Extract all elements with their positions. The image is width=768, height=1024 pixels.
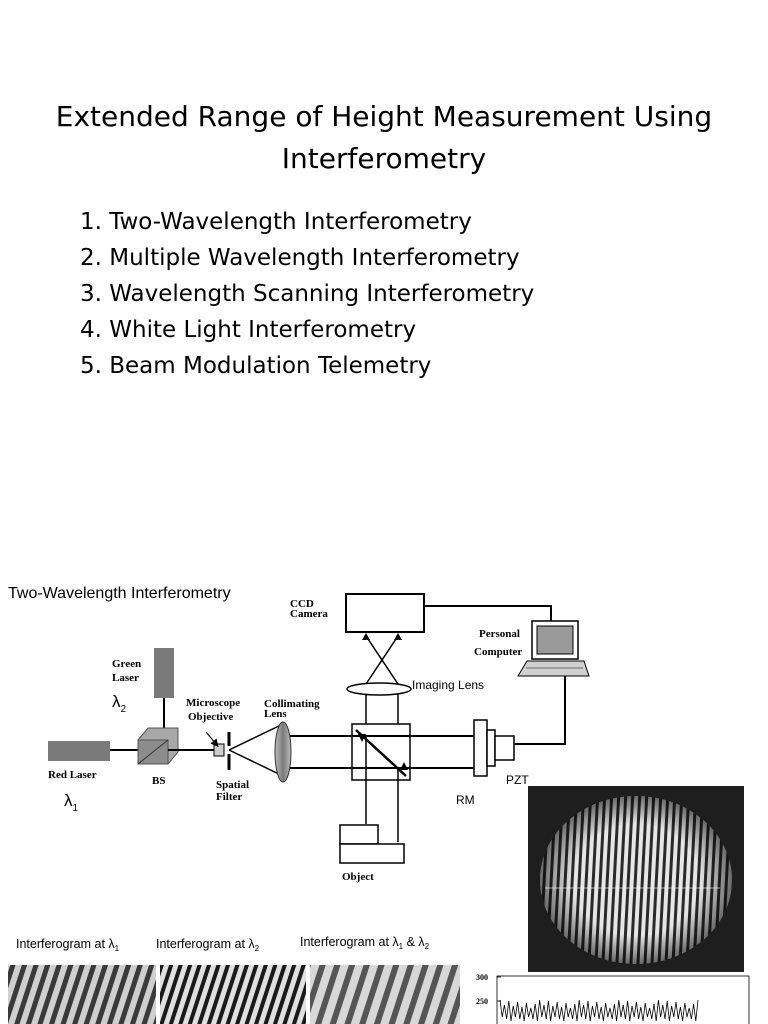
objective-label-1: Microscope [186,697,240,709]
topic-item-5: 5. Beam Modulation Telemetry [80,353,432,379]
red-laser [48,741,110,761]
imaging-lens-label: Imaging Lens [412,678,484,692]
topic-item-2: 2. Multiple Wavelength Interferometry [80,245,520,271]
spatial-filter-label-1: Spatial [216,779,249,791]
green-laser-label-2: Laser [112,672,139,684]
ray-cross-2 [365,635,399,685]
plot-tick-250: 250 [476,997,488,1006]
microscope-objective [213,743,225,757]
diverging-beam-bottom [228,749,284,777]
pzt-actuator [494,735,515,761]
title-line-1: Extended Range of Height Measurement Usi… [55,100,713,133]
reference-mirror [473,719,488,777]
computer-label-2: Computer [474,646,522,658]
lambda2-symbol: λ2 [112,692,127,715]
imaging-lens [346,682,412,696]
topic-item-1: 1. Two-Wavelength Interferometry [80,209,472,235]
intensity-profile-line [499,999,699,1022]
topic-list: 1. Two-Wavelength Interferometry 2. Mult… [80,204,534,384]
rm-label: RM [456,793,475,807]
object-base [339,843,405,864]
beam-splitter [137,727,179,765]
bs-label: BS [152,775,165,787]
pzt-cable [514,676,566,745]
lambda1-symbol: λ1 [64,791,79,814]
splitter-arrow-1 [358,734,366,742]
collimating-label-1: Collimating [264,698,320,710]
interferogram-lambda1-lambda2 [310,965,460,1024]
objective-pointer [205,731,219,748]
green-laser [154,648,174,698]
collimating-label-2: Lens [264,708,287,720]
pzt-label: PZT [506,773,529,787]
objective-label-2: Objective [188,711,233,723]
intensity-plot: 300 250 [476,973,750,1024]
camera-arrow-2 [394,633,402,640]
title-line-2: Interferometry [281,142,487,175]
topic-item-4: 4. White Light Interferometry [80,317,417,343]
splitter-arrow-2 [400,762,408,770]
interferogram-large [528,786,744,972]
computer-label-1: Personal [479,628,520,640]
ccd-label-1: CCD [290,598,314,610]
diagram-heading: Two-Wavelength Interferometry [8,585,231,602]
green-laser-label-1: Green [112,658,141,670]
cube-beam-splitter [351,723,411,781]
interferogram-lambda2 [160,965,306,1024]
diverging-beam-top [228,723,284,751]
caption-3: Interferogram at λ1 & λ2 [300,935,430,951]
topic-item-3: 3. Wavelength Scanning Interferometry [80,281,535,307]
computer-icon [517,620,590,677]
interferogram-lambda1 [8,965,156,1024]
pzt-stage [486,729,496,767]
object-top [339,824,379,845]
spatial-filter-label-2: Filter [216,791,242,803]
object-label: Object [342,871,374,883]
ccd-label-2: Camera [290,608,328,620]
red-laser-label: Red Laser [48,769,97,781]
slide-title: Extended Range of Height Measurement Usi… [0,96,768,180]
camera-cable [424,605,552,622]
camera-arrow-1 [362,633,370,640]
plot-tick-300: 300 [476,973,488,982]
caption-1: Interferogram at λ1 [16,937,120,953]
ccd-camera [345,593,425,633]
collimating-lens [274,721,292,783]
caption-2: Interferogram at λ2 [156,937,260,953]
